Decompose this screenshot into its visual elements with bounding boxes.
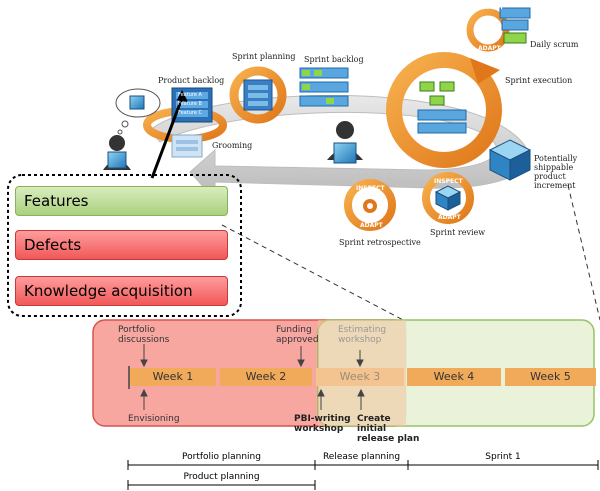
sprint-review-label: Sprint review bbox=[430, 228, 486, 237]
release-planning-label: Release planning bbox=[322, 452, 401, 462]
feature-list: Feature A Feature B Feature C bbox=[178, 91, 202, 118]
sprint-backlog-icon bbox=[299, 67, 349, 107]
vision-cloud-icon bbox=[115, 88, 161, 135]
estimating-workshop-label: Estimating workshop bbox=[338, 325, 387, 345]
sprint-planning-icon bbox=[229, 66, 287, 124]
sprint-planning-label: Sprint planning bbox=[232, 52, 296, 61]
product-backlog-label: Product backlog bbox=[158, 76, 225, 85]
portfolio-discussions-label: Portfolio discussions bbox=[118, 325, 170, 345]
scrum-team-person-icon bbox=[327, 121, 363, 164]
retro-inspect-text: INSPECT bbox=[356, 185, 385, 192]
sprint-1-label: Sprint 1 bbox=[485, 452, 521, 462]
backlog-pointer-arrow bbox=[150, 90, 188, 179]
feature-item: Feature B bbox=[178, 101, 202, 107]
feature-item: Feature A bbox=[178, 92, 202, 98]
daily-adapt-text: ADAPT bbox=[478, 45, 501, 52]
product-backlog-icon bbox=[171, 87, 213, 158]
product-owner-person-icon bbox=[103, 135, 131, 170]
daily-scrum-icon bbox=[466, 7, 531, 52]
review-adapt-text: ADAPT bbox=[438, 214, 461, 221]
portfolio-planning-label: Portfolio planning bbox=[182, 452, 261, 462]
feature-item: Feature C bbox=[178, 110, 202, 116]
envisioning-label: Envisioning bbox=[128, 414, 180, 424]
legend-defects: Defects bbox=[15, 230, 228, 260]
week-1: Week 1 bbox=[130, 368, 216, 386]
sprint-backlog-label: Sprint backlog bbox=[304, 55, 364, 64]
product-planning-label: Product planning bbox=[183, 472, 260, 482]
legend-knowledge-acquisition: Knowledge acquisition bbox=[15, 276, 228, 306]
sprint-retrospective-icon bbox=[344, 179, 396, 231]
create-initial-release-plan-label: Create initial release plan bbox=[357, 414, 420, 444]
grooming-label: Grooming bbox=[212, 141, 253, 150]
phase-bars bbox=[127, 460, 599, 490]
sprint-execution-icon bbox=[386, 52, 502, 168]
daily-inspect-text: INSPECT bbox=[475, 4, 504, 11]
retro-adapt-text: ADAPT bbox=[360, 222, 383, 229]
legend-features: Features bbox=[15, 186, 228, 216]
product-increment-cube-icon bbox=[488, 139, 532, 181]
sprint-review-icon bbox=[422, 172, 474, 224]
week-4: Week 4 bbox=[407, 368, 501, 386]
dashed-connector-lines bbox=[221, 184, 600, 323]
daily-scrum-label: Daily scrum bbox=[530, 40, 579, 49]
review-inspect-text: INSPECT bbox=[434, 178, 463, 185]
product-increment-label: Potentially shippable product increment bbox=[534, 154, 578, 190]
week-3: Week 3 bbox=[316, 368, 404, 386]
funding-approved-label: Funding approved bbox=[276, 325, 319, 345]
sprint-retrospective-label: Sprint retrospective bbox=[339, 238, 421, 247]
pbi-writing-workshop-label: PBI-writing workshop bbox=[294, 414, 351, 434]
timeline-arrows bbox=[140, 344, 365, 410]
week-2: Week 2 bbox=[220, 368, 312, 386]
sprint-execution-label: Sprint execution bbox=[505, 76, 573, 85]
legend-frame bbox=[7, 174, 242, 317]
week-5: Week 5 bbox=[505, 368, 596, 386]
